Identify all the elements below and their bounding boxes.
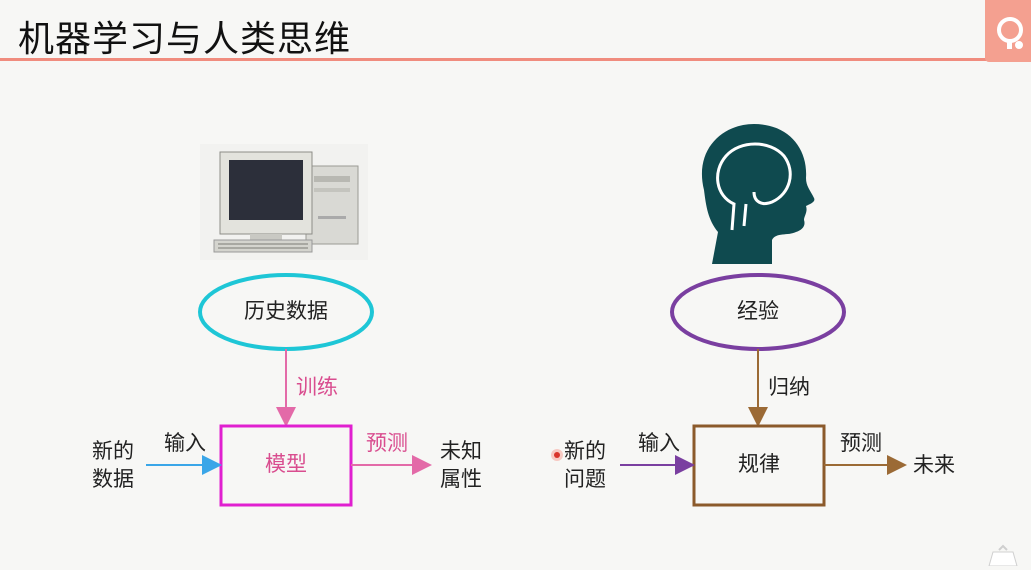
new-data-line2: 数据 [92,467,134,491]
model-label: 模型 [265,452,307,476]
unknown-attr-line1: 未知 [440,439,482,463]
experience-label: 经验 [737,299,779,323]
player-corner-icon[interactable] [987,544,1019,567]
human-input-label: 输入 [638,431,680,455]
history-data-label: 历史数据 [244,299,328,323]
human-head-brain-icon [692,120,818,264]
rule-label: 规律 [738,452,780,476]
unknown-attr-line2: 属性 [440,467,482,491]
slide-title: 机器学习与人类思维 [18,19,352,60]
future-label: 未来 [913,453,955,477]
presenter-logo-icon [985,0,1031,62]
machine-predict-label: 预测 [366,431,408,455]
new-problem-line1: 新的 [564,439,606,463]
machine-input-label: 输入 [164,431,206,455]
title-underline [0,58,990,61]
new-data-line1: 新的 [92,439,134,463]
human-predict-label: 预测 [840,431,882,455]
induct-label: 归纳 [768,375,810,399]
desktop-computer-icon [200,144,368,260]
train-label: 训练 [296,375,338,399]
new-problem-line2: 问题 [564,467,606,491]
